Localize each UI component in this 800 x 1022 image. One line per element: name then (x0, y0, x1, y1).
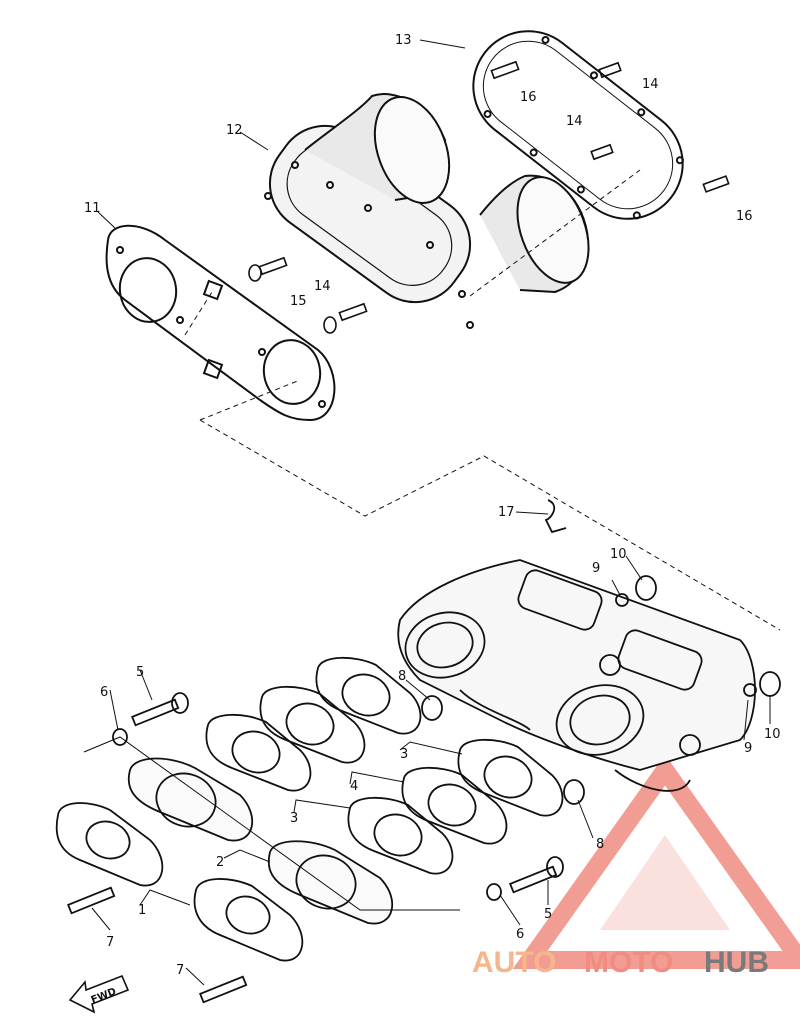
forward-arrow-icon (68, 974, 130, 1014)
label-8b: 8 (596, 837, 604, 852)
label-5b: 5 (544, 907, 552, 922)
watermark-auto: AUTO (472, 946, 556, 979)
bolt-5b (509, 856, 564, 894)
label-5a: 5 (136, 665, 144, 680)
gasket-3b (315, 656, 422, 735)
gasket-1b (193, 878, 304, 962)
stud-7b (199, 975, 248, 1004)
label-6b: 6 (516, 927, 524, 942)
label-11: 11 (84, 201, 101, 216)
watermark-text: AUTO MOTO HUB (472, 946, 769, 979)
watermark-hub: HUB (704, 946, 769, 979)
flange-gasket-11 (105, 224, 336, 422)
stud-7a (67, 886, 116, 915)
label-7b: 7 (176, 963, 184, 978)
air-box-12 (264, 93, 590, 329)
part-labels: 13 14 16 14 12 16 11 14 15 17 10 9 5 8 6… (84, 33, 781, 1006)
watermark-logo (512, 754, 800, 969)
label-9a: 9 (592, 561, 600, 576)
label-1: 1 (138, 903, 146, 918)
gasket-3a (205, 713, 312, 792)
gasket-3d (457, 738, 564, 817)
reference-lines (184, 169, 781, 631)
gasket-1a (55, 802, 164, 887)
label-16a: 16 (520, 90, 537, 105)
label-10b: 10 (764, 727, 781, 742)
label-4: 4 (350, 779, 358, 794)
label-3a: 3 (400, 747, 408, 762)
label-9b: 9 (744, 741, 752, 756)
spacer-2a (127, 757, 254, 842)
washer-6b (486, 883, 502, 901)
label-15: 15 (290, 294, 307, 309)
cover-gasket-13 (472, 30, 684, 220)
gasket-4a (259, 685, 366, 764)
label-14a: 14 (642, 77, 659, 92)
label-2: 2 (216, 855, 224, 870)
label-14b: 14 (566, 114, 583, 129)
bolt-5a (131, 692, 189, 727)
top-assembly (105, 30, 781, 631)
label-8a: 8 (398, 669, 406, 684)
label-14c: 14 (314, 279, 331, 294)
spring-17 (544, 499, 567, 534)
watermark-moto: MOTO (584, 946, 673, 979)
leader-lines (83, 39, 771, 986)
gasket-3c (347, 796, 454, 875)
washer-6a (112, 728, 128, 746)
label-12: 12 (226, 123, 243, 138)
spacer-2b (267, 840, 394, 925)
label-17: 17 (498, 505, 515, 520)
label-7a: 7 (106, 935, 114, 950)
gasket-4b (401, 766, 508, 845)
label-10a: 10 (610, 547, 627, 562)
gasket-stack (55, 39, 771, 1014)
label-13: 13 (395, 33, 412, 48)
label-6a: 6 (100, 685, 108, 700)
label-16b: 16 (736, 209, 753, 224)
label-3b: 3 (290, 811, 298, 826)
watermark-triangle-icon (512, 754, 800, 969)
carburetor-assembly (397, 499, 781, 805)
screws-top (248, 60, 730, 334)
